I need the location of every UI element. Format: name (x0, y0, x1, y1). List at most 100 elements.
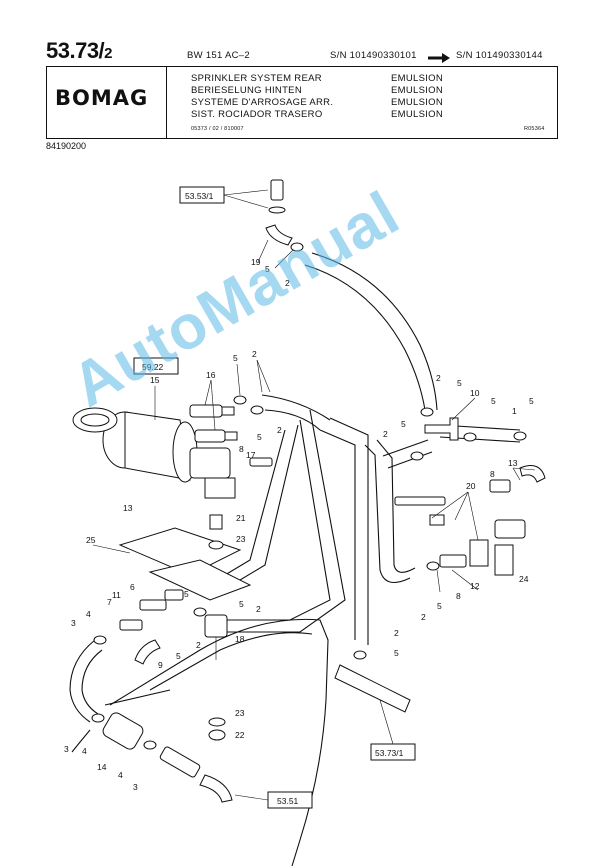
svg-text:5: 5 (437, 601, 442, 611)
svg-text:11: 11 (112, 590, 121, 600)
fitting-7 (119, 619, 143, 631)
ref-box-53-51: 53.51 (234, 791, 313, 809)
title-block-divider (166, 66, 167, 139)
svg-text:15: 15 (150, 375, 160, 385)
svg-text:23: 23 (236, 534, 246, 544)
tee-10 (424, 417, 459, 441)
bolt-20 (394, 496, 446, 506)
doc-code: 05373 / 02 / 810007 (191, 126, 244, 132)
svg-text:13: 13 (508, 458, 518, 468)
fitting-8-right (489, 479, 511, 493)
title-fr: SYSTEME D'ARROSAGE ARR. (191, 97, 334, 108)
svg-text:23: 23 (235, 708, 245, 718)
svg-text:14: 14 (97, 762, 107, 772)
fitting-6 (164, 589, 184, 601)
svg-text:25: 25 (86, 535, 96, 545)
svg-text:21: 21 (236, 513, 246, 523)
svg-text:8: 8 (490, 469, 495, 479)
svg-text:53.53/1: 53.53/1 (185, 191, 214, 201)
svg-text:1: 1 (512, 406, 517, 416)
arrow-right-icon (428, 50, 450, 68)
svg-text:5: 5 (239, 599, 244, 609)
elbow-9 (134, 639, 161, 665)
hose-right-a (364, 444, 411, 584)
svg-text:3: 3 (71, 618, 76, 628)
svg-text:18: 18 (235, 634, 245, 644)
serial-from: S/N 101490330101 (330, 50, 417, 61)
svg-text:5: 5 (176, 651, 181, 661)
seal-top (268, 206, 286, 214)
svg-text:5: 5 (401, 419, 406, 429)
svg-text:19: 19 (251, 257, 261, 267)
svg-text:9: 9 (158, 660, 163, 670)
washer-23b (208, 717, 226, 727)
fitting-3 (159, 746, 201, 778)
svg-text:3: 3 (64, 744, 69, 754)
variant-es: EMULSION (391, 109, 444, 120)
bolt-21 (209, 514, 223, 530)
serial-to: S/N 101490330144 (456, 50, 543, 61)
fitting-8 (249, 457, 273, 467)
nut-22 (208, 729, 226, 741)
svg-text:20: 20 (466, 481, 476, 491)
svg-text:7: 7 (107, 597, 112, 607)
hose-upper-b (311, 252, 438, 411)
svg-text:5: 5 (257, 432, 262, 442)
hose-left-b (264, 409, 321, 431)
bracket-24 (494, 544, 514, 576)
hose-loop-b (81, 649, 103, 715)
fitting-8b (439, 554, 467, 568)
inline-filter-14 (102, 712, 144, 750)
svg-text:2: 2 (421, 612, 426, 622)
svg-text:2: 2 (394, 628, 399, 638)
svg-text:2: 2 (252, 349, 257, 359)
svg-text:2: 2 (256, 604, 261, 614)
hose-center-b (329, 417, 369, 645)
svg-text:53.51: 53.51 (277, 796, 299, 806)
svg-text:10: 10 (470, 388, 480, 398)
svg-text:53.73/1: 53.73/1 (375, 748, 404, 758)
ref-box-53-53-1: 53.53/1 (179, 186, 269, 209)
variant-en: EMULSION (391, 73, 444, 84)
coupling-16 (189, 404, 238, 443)
svg-text:2: 2 (436, 373, 441, 383)
nozzle-top (270, 179, 284, 201)
page-number: 53.73/2 (46, 38, 113, 63)
hose-clamps (91, 242, 527, 750)
svg-text:22: 22 (235, 730, 245, 740)
title-de: BERIESELUNG HINTEN (191, 85, 302, 96)
svg-text:5: 5 (233, 353, 238, 363)
fitting-11 (139, 599, 167, 611)
model-label: BW 151 AC–2 (187, 50, 250, 61)
hose-left-a (261, 394, 331, 421)
svg-text:6: 6 (130, 582, 135, 592)
block-20b (469, 539, 489, 567)
hose-bottom-a (71, 729, 91, 753)
exploded-parts-diagram: 53.53/1 59.22 53.73/1 53.51 1 2 2 2 2 2 … (64, 179, 546, 866)
svg-text:2: 2 (277, 425, 282, 435)
ref-box-59-22: 59.22 (133, 357, 179, 375)
svg-text:5: 5 (265, 264, 270, 274)
variant-de: EMULSION (391, 85, 444, 96)
hose-tee-a (382, 439, 429, 457)
elbow-13-right (519, 465, 546, 483)
drawing-code: R05364 (524, 126, 545, 132)
part-number: 84190200 (46, 141, 87, 151)
block-20 (429, 514, 445, 526)
svg-text:12: 12 (470, 581, 480, 591)
elbow-19 (265, 224, 293, 246)
hose-diag-b (215, 409, 346, 633)
title-es: SIST. ROCIADOR TRASERO (191, 109, 323, 120)
svg-text:5: 5 (529, 396, 534, 406)
svg-text:3: 3 (133, 782, 138, 792)
svg-text:8: 8 (239, 444, 244, 454)
elbow-53-51 (199, 774, 233, 803)
hose-loop-a (69, 639, 96, 723)
callout-leaders (92, 239, 536, 593)
svg-text:59.22: 59.22 (142, 362, 164, 372)
svg-text:4: 4 (86, 609, 91, 619)
hose-center-a (319, 429, 356, 640)
hose-right-b (376, 439, 416, 573)
page-header: 53.73/2 BW 151 AC–2 S/N 101490330101 S/N… (0, 0, 612, 160)
hose-tee-b (387, 451, 433, 469)
